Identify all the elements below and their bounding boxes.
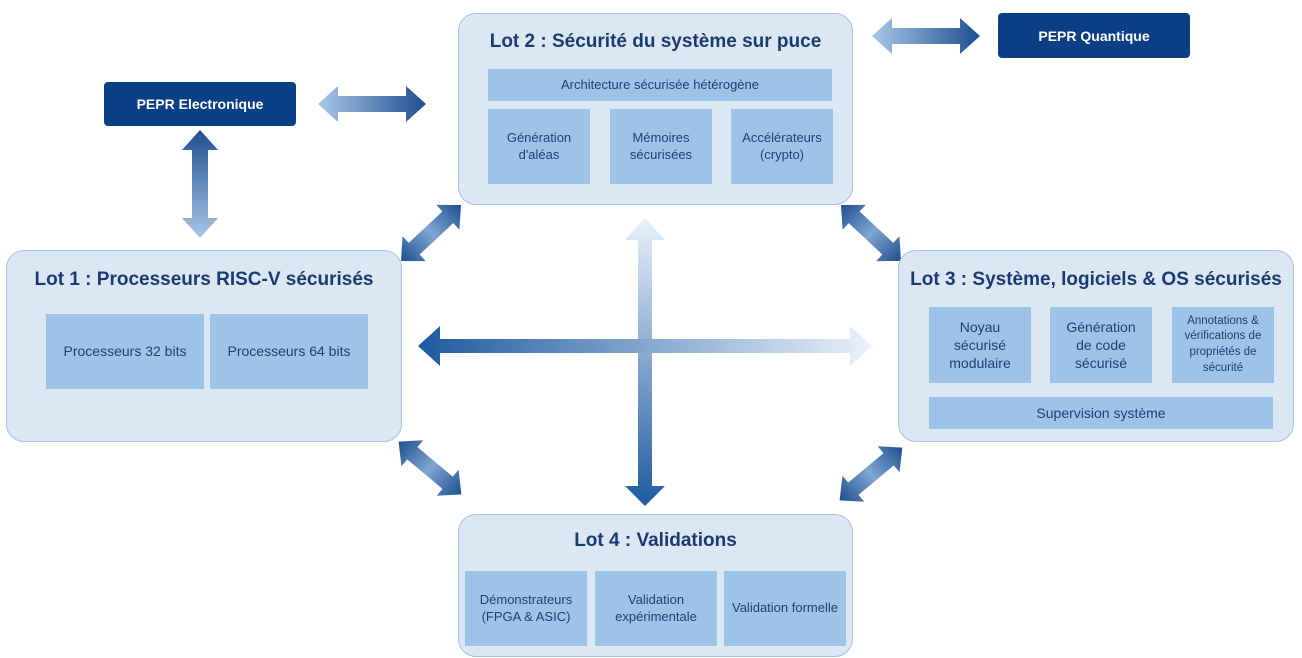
lot2-cell-aleas: Génération d'aléas <box>488 109 590 184</box>
pepr-electronique-box: PEPR Electronique <box>104 82 296 126</box>
lot2-box: Lot 2 : Sécurité du système sur puce Arc… <box>458 13 853 205</box>
pepr-quantique-box: PEPR Quantique <box>998 13 1190 58</box>
lot3-title: Lot 3 : Système, logiciels & OS sécurisé… <box>910 269 1282 290</box>
lot1-lot4-arrow <box>398 440 462 496</box>
lot3-lot4-arrow <box>839 446 903 502</box>
pepr-quantique-lot2-arrow <box>872 18 980 54</box>
lot1-cell-64bits: Processeurs 64 bits <box>210 314 368 389</box>
lot2-title: Lot 2 : Sécurité du système sur puce <box>489 31 822 52</box>
lot2-cell-memoires: Mémoires sécurisées <box>610 109 712 184</box>
lot3-cell-generation-code: Génération de code sécurisé <box>1050 307 1152 383</box>
lot1-cell-32bits: Processeurs 32 bits <box>46 314 204 389</box>
lot1-box: Lot 1 : Processeurs RISC-V sécurisés Pro… <box>6 250 402 442</box>
pepr-electronique-lot2-arrow <box>318 86 426 122</box>
lot2-cell-accelerateurs: Accélérateurs (crypto) <box>731 109 833 184</box>
lot3-supervision: Supervision système <box>929 397 1273 429</box>
lot4-title: Lot 4 : Validations <box>574 530 737 551</box>
pepr-quantique-label: PEPR Quantique <box>1038 27 1150 44</box>
lot3-box: Lot 3 : Système, logiciels & OS sécurisé… <box>898 250 1294 442</box>
lot3-cell-annotations: Annotations & vérifications de propriété… <box>1172 307 1274 383</box>
lot3-cell-noyau: Noyau sécurisé modulaire <box>929 307 1031 383</box>
cross-horizontal-arrow <box>418 326 872 366</box>
cross-vertical-arrow <box>625 218 665 506</box>
lot4-cell-experimentale: Validation expérimentale <box>595 571 717 646</box>
pepr-electronique-lot1-arrow <box>182 130 218 238</box>
lot4-cell-demonstrateurs: Démonstrateurs (FPGA & ASIC) <box>465 571 587 646</box>
lot2-architecture: Architecture sécurisée hétérogène <box>488 69 832 101</box>
pepr-electronique-label: PEPR Electronique <box>136 96 264 112</box>
lot2-lot3-arrow <box>841 204 901 262</box>
lot1-title: Lot 1 : Processeurs RISC-V sécurisés <box>34 269 374 290</box>
lot4-box: Lot 4 : Validations Démonstrateurs (FPGA… <box>458 514 853 657</box>
lot1-lot2-arrow <box>401 204 461 262</box>
lot4-cell-formelle: Validation formelle <box>724 571 846 646</box>
